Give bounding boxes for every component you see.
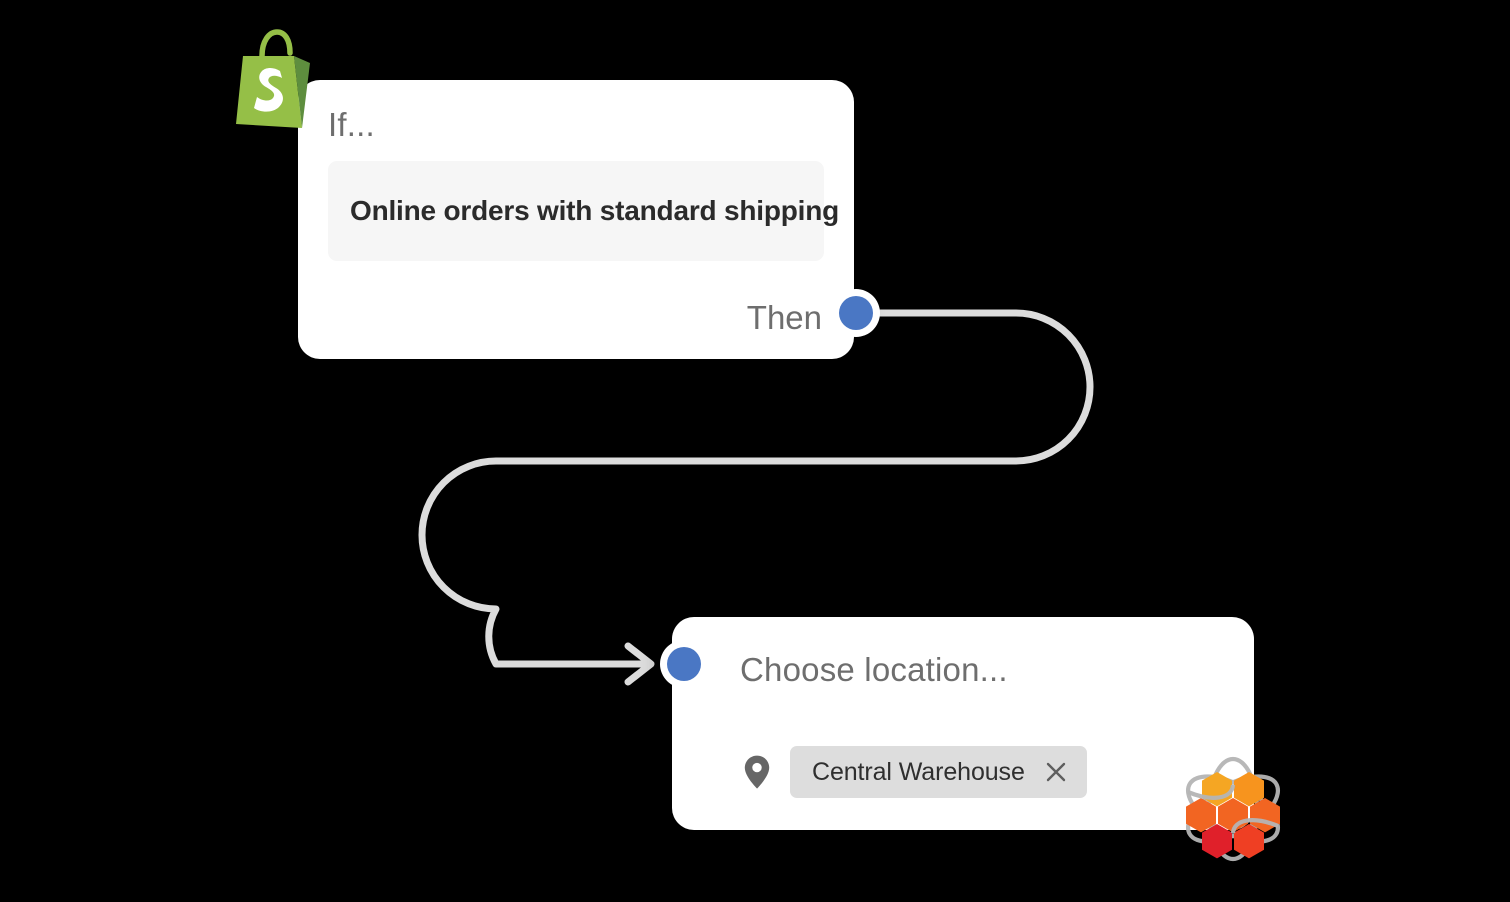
action-card[interactable]: Choose location... Central Warehouse	[672, 617, 1254, 830]
condition-pill[interactable]: Online orders with standard shipping	[328, 160, 839, 261]
if-condition-card[interactable]: If... Online orders with standard shippi…	[298, 80, 854, 359]
shopify-logo	[236, 29, 310, 128]
condition-text: Online orders with standard shipping	[350, 194, 840, 226]
connector-path-main	[418, 309, 1094, 668]
location-chip[interactable]: Central Warehouse	[790, 746, 1087, 798]
if-label: If...	[328, 106, 375, 143]
choose-location-node-dot[interactable]	[667, 647, 701, 681]
then-node-dot[interactable]	[839, 296, 873, 330]
map-pin-icon	[744, 755, 770, 789]
location-chip-label: Central Warehouse	[812, 757, 1025, 786]
arrow-right-icon	[624, 642, 655, 686]
close-icon[interactable]	[1045, 761, 1067, 783]
choose-location-label: Choose location...	[740, 651, 1008, 688]
location-row: Central Warehouse	[714, 746, 1224, 806]
hexagon-atom-logo	[1185, 756, 1281, 862]
then-row: Then	[328, 299, 824, 337]
then-label: Then	[746, 299, 822, 336]
